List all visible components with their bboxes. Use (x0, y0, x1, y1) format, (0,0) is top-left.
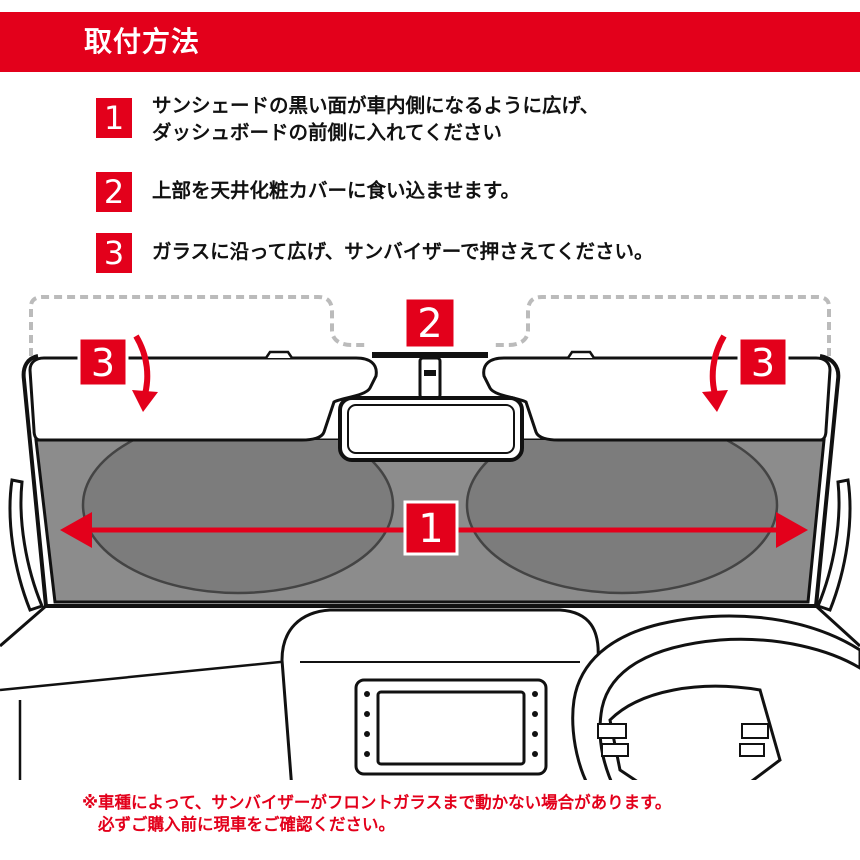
header-banner: 取付方法 (0, 12, 860, 72)
caution-note-line: 必ずご購入前に現車をご確認ください。 (98, 815, 395, 834)
callout-number: 1 (418, 506, 443, 552)
steering-wheel (571, 614, 860, 790)
ceiling-cover-right (492, 295, 831, 356)
step-instruction-line: ダッシュボードの前側に入れてください (152, 121, 502, 144)
mirror-base (372, 352, 488, 358)
visor-clip-left (264, 350, 294, 359)
dashboard (0, 604, 860, 648)
sunshade-circle-left (81, 440, 395, 595)
step-number-badge: 1 (96, 98, 132, 138)
a-pillar-left (8, 478, 45, 612)
caution-note-line: ※車種によって、サンバイザーがフロントガラスまで動かない場合があります。 (82, 793, 672, 812)
callout-number: 3 (751, 341, 775, 385)
page-title: 取付方法 (84, 25, 201, 58)
step-number-badge: 2 (96, 172, 132, 212)
step-instruction-line: サンシェードの黒い面が車内側になるように広げ、 (152, 94, 600, 117)
step-number-badge: 3 (96, 233, 132, 273)
ceiling-cover-left (29, 295, 368, 356)
callout-number: 2 (417, 301, 442, 347)
callout-badge-1: 1 (403, 500, 459, 556)
installation-illustration: 1 2 3 3 (0, 295, 860, 790)
callout-badge-3-left: 3 (77, 336, 129, 388)
step-instruction: 上部を天井化粧カバーに食い込ませます。 (152, 179, 520, 202)
sunshade-circle-right (465, 440, 779, 595)
step-instruction: ガラスに沿って広げ、サンバイザーで押さえてください。 (152, 240, 654, 263)
visor-clip-right (566, 350, 596, 359)
rearview-mirror (338, 396, 524, 462)
caution-note: ※車種によって、サンバイザーがフロントガラスまで動かない場合があります。 必ずご… (82, 792, 671, 836)
mirror-stem (418, 356, 442, 400)
callout-number: 3 (91, 341, 115, 385)
step-instruction: サンシェードの黒い面が車内側になるように広げ、 ダッシュボードの前側に入れてくだ… (152, 92, 599, 146)
callout-badge-2: 2 (403, 296, 457, 350)
callout-badge-3-right: 3 (737, 336, 789, 388)
